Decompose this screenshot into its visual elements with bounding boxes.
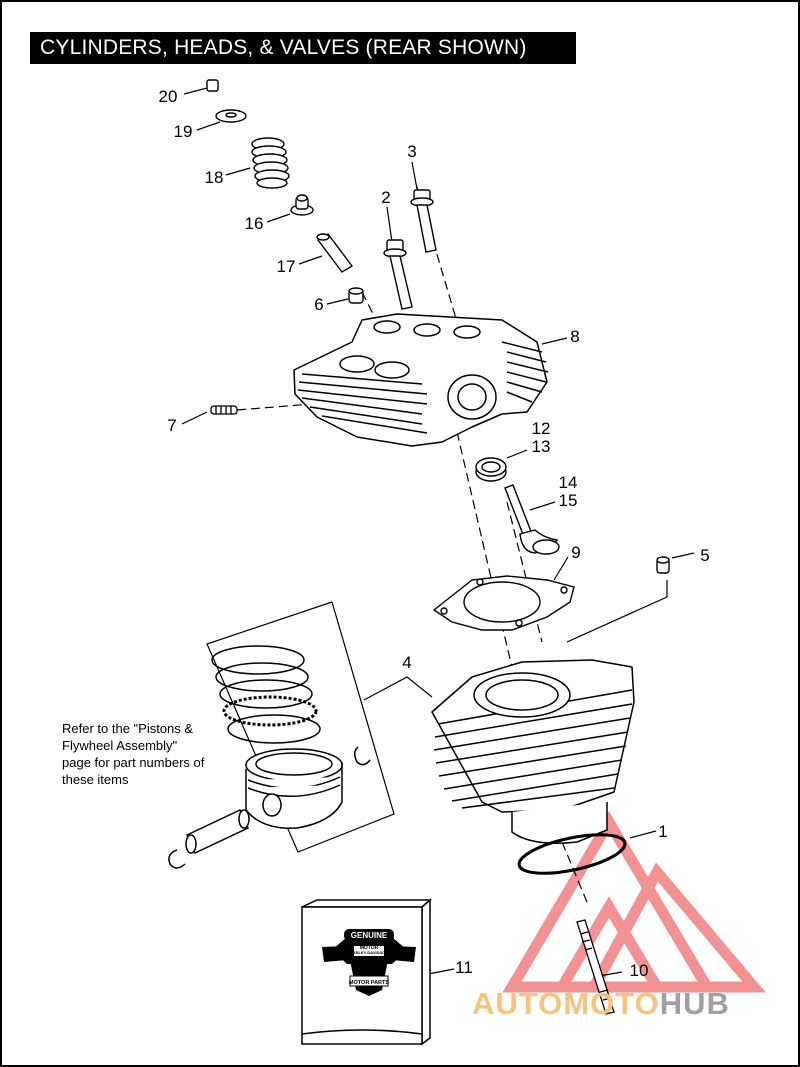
valve-guide <box>316 233 354 273</box>
callout-5: 5 <box>700 546 709 565</box>
callout-7: 7 <box>167 416 176 435</box>
callout-17: 17 <box>277 257 296 276</box>
cylinder-stud <box>576 919 615 1015</box>
cylinder <box>431 659 635 844</box>
note-line: page for part numbers of <box>62 755 205 770</box>
callout-3: 3 <box>407 142 416 161</box>
callout-19: 19 <box>174 122 193 141</box>
valve-spring <box>251 137 290 189</box>
valve-stem-seal <box>290 194 314 216</box>
head-stud <box>210 405 238 415</box>
logo-badge-text: MOTOR <box>360 945 379 951</box>
piston-pin <box>185 808 250 855</box>
callout-8: 8 <box>570 327 579 346</box>
callout-15: 15 <box>559 491 578 510</box>
valve-seat <box>475 457 507 482</box>
callout-1: 1 <box>658 822 667 841</box>
callout-20: 20 <box>159 87 178 106</box>
note-line: Refer to the "Pistons & <box>62 721 194 736</box>
watermark: AUTOMOTOHUB <box>472 986 730 1022</box>
callout-2: 2 <box>381 188 390 207</box>
head-bolt-short <box>383 239 413 310</box>
logo-top-text: GENUINE <box>351 931 388 940</box>
logo-banner-text: MOTOR PARTS <box>349 980 389 986</box>
callout-9: 9 <box>571 543 580 562</box>
callout-10: 10 <box>630 961 649 980</box>
valve-keeper <box>206 79 219 92</box>
note-line: these items <box>62 772 129 787</box>
cylinder-head <box>293 313 549 447</box>
watermark-text-secondary: HUB <box>659 986 730 1021</box>
harley-logo-icon <box>322 929 416 996</box>
callout-11: 11 <box>455 958 473 977</box>
callout-18: 18 <box>205 168 224 187</box>
head-bolt-long <box>410 189 437 253</box>
callout-12: 12 <box>532 419 551 438</box>
page-title: CYLINDERS, HEADS, & VALVES (REAR SHOWN) <box>30 32 576 64</box>
dowel-pin <box>348 287 364 304</box>
piston <box>245 748 343 829</box>
reference-note: Refer to the "Pistons & Flywheel Assembl… <box>62 720 242 788</box>
o-ring <box>517 833 627 875</box>
callout-13: 13 <box>532 437 551 456</box>
logo-brand-text: HARLEY-DAVIDSON <box>350 950 388 955</box>
head-gasket <box>432 575 575 631</box>
callout-16: 16 <box>245 214 264 233</box>
callout-4: 4 <box>402 653 411 672</box>
piston-pin-clip <box>168 746 371 869</box>
cylinder-dowel <box>656 556 670 574</box>
valve <box>504 484 560 555</box>
watermark-text-primary: AUTOMOTO <box>472 986 660 1021</box>
note-line: Flywheel Assembly" <box>62 738 178 753</box>
piston-rings <box>211 645 321 744</box>
spring-retainer <box>215 109 247 123</box>
callout-14: 14 <box>559 473 578 492</box>
callout-6: 6 <box>314 295 323 314</box>
